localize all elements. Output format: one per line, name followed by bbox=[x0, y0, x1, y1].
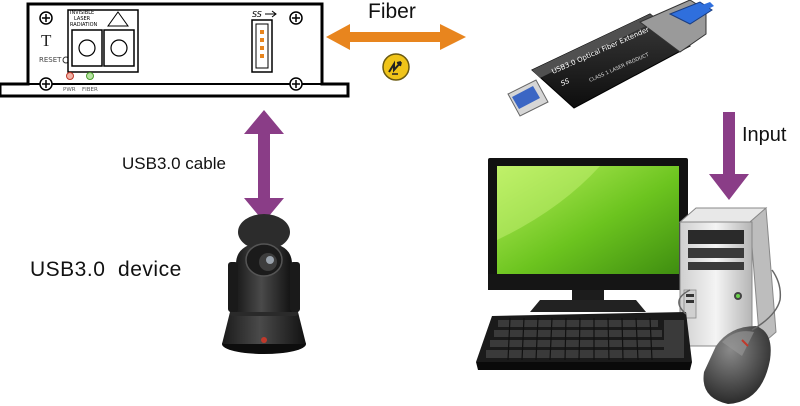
reset-label: RESET bbox=[39, 56, 62, 64]
mouse bbox=[703, 326, 771, 404]
mouse-cable bbox=[751, 269, 782, 331]
fiber-led-label: FIBER bbox=[82, 87, 98, 93]
warning-line-3: RADIATION bbox=[70, 22, 98, 28]
input-arrow bbox=[709, 112, 749, 200]
ptz-camera bbox=[222, 214, 306, 354]
monitor-screen bbox=[497, 166, 679, 274]
power-led bbox=[66, 72, 74, 80]
usb-fiber-extender-dongle: USB3.0 Optical Fiber Extender SS CLASS 1… bbox=[507, 0, 714, 117]
input-label: Input bbox=[742, 124, 787, 146]
usb-ss-logo: SS bbox=[252, 10, 262, 19]
warning-line-1: INVISIBLE bbox=[70, 10, 94, 16]
fiber-transmitter-box: T RESET INVISIBLE LASER RADIATION PWR FI… bbox=[0, 2, 350, 98]
fiber-label: Fiber bbox=[368, 0, 416, 23]
screw-icon bbox=[289, 11, 303, 25]
keyboard-cable bbox=[678, 289, 691, 315]
usb-cable-bidirectional-arrow bbox=[244, 110, 284, 222]
dongle-ss-logo: SS bbox=[560, 77, 572, 88]
screw-icon bbox=[289, 77, 303, 91]
screw-icon bbox=[39, 11, 53, 25]
usb-cable-label: USB3.0 cable bbox=[122, 154, 226, 173]
usb-device-label: USB3.0 device bbox=[30, 258, 182, 281]
drive-bay bbox=[688, 248, 744, 258]
fiber-led bbox=[86, 72, 94, 80]
keyboard bbox=[476, 312, 692, 370]
monitor bbox=[488, 158, 688, 312]
pc-tower bbox=[678, 206, 777, 348]
usb-symbol-icon bbox=[265, 10, 277, 18]
fiber-bidirectional-arrow bbox=[326, 24, 466, 50]
laser-warning-icon bbox=[107, 11, 129, 27]
fiber-link-badge-icon bbox=[382, 53, 410, 81]
screw-icon bbox=[39, 77, 53, 91]
transmitter-logo: T bbox=[41, 31, 52, 50]
pwr-label: PWR bbox=[63, 87, 76, 93]
optical-port-left bbox=[71, 29, 103, 67]
warning-line-2: LASER bbox=[74, 16, 91, 22]
optical-drive bbox=[688, 230, 744, 244]
